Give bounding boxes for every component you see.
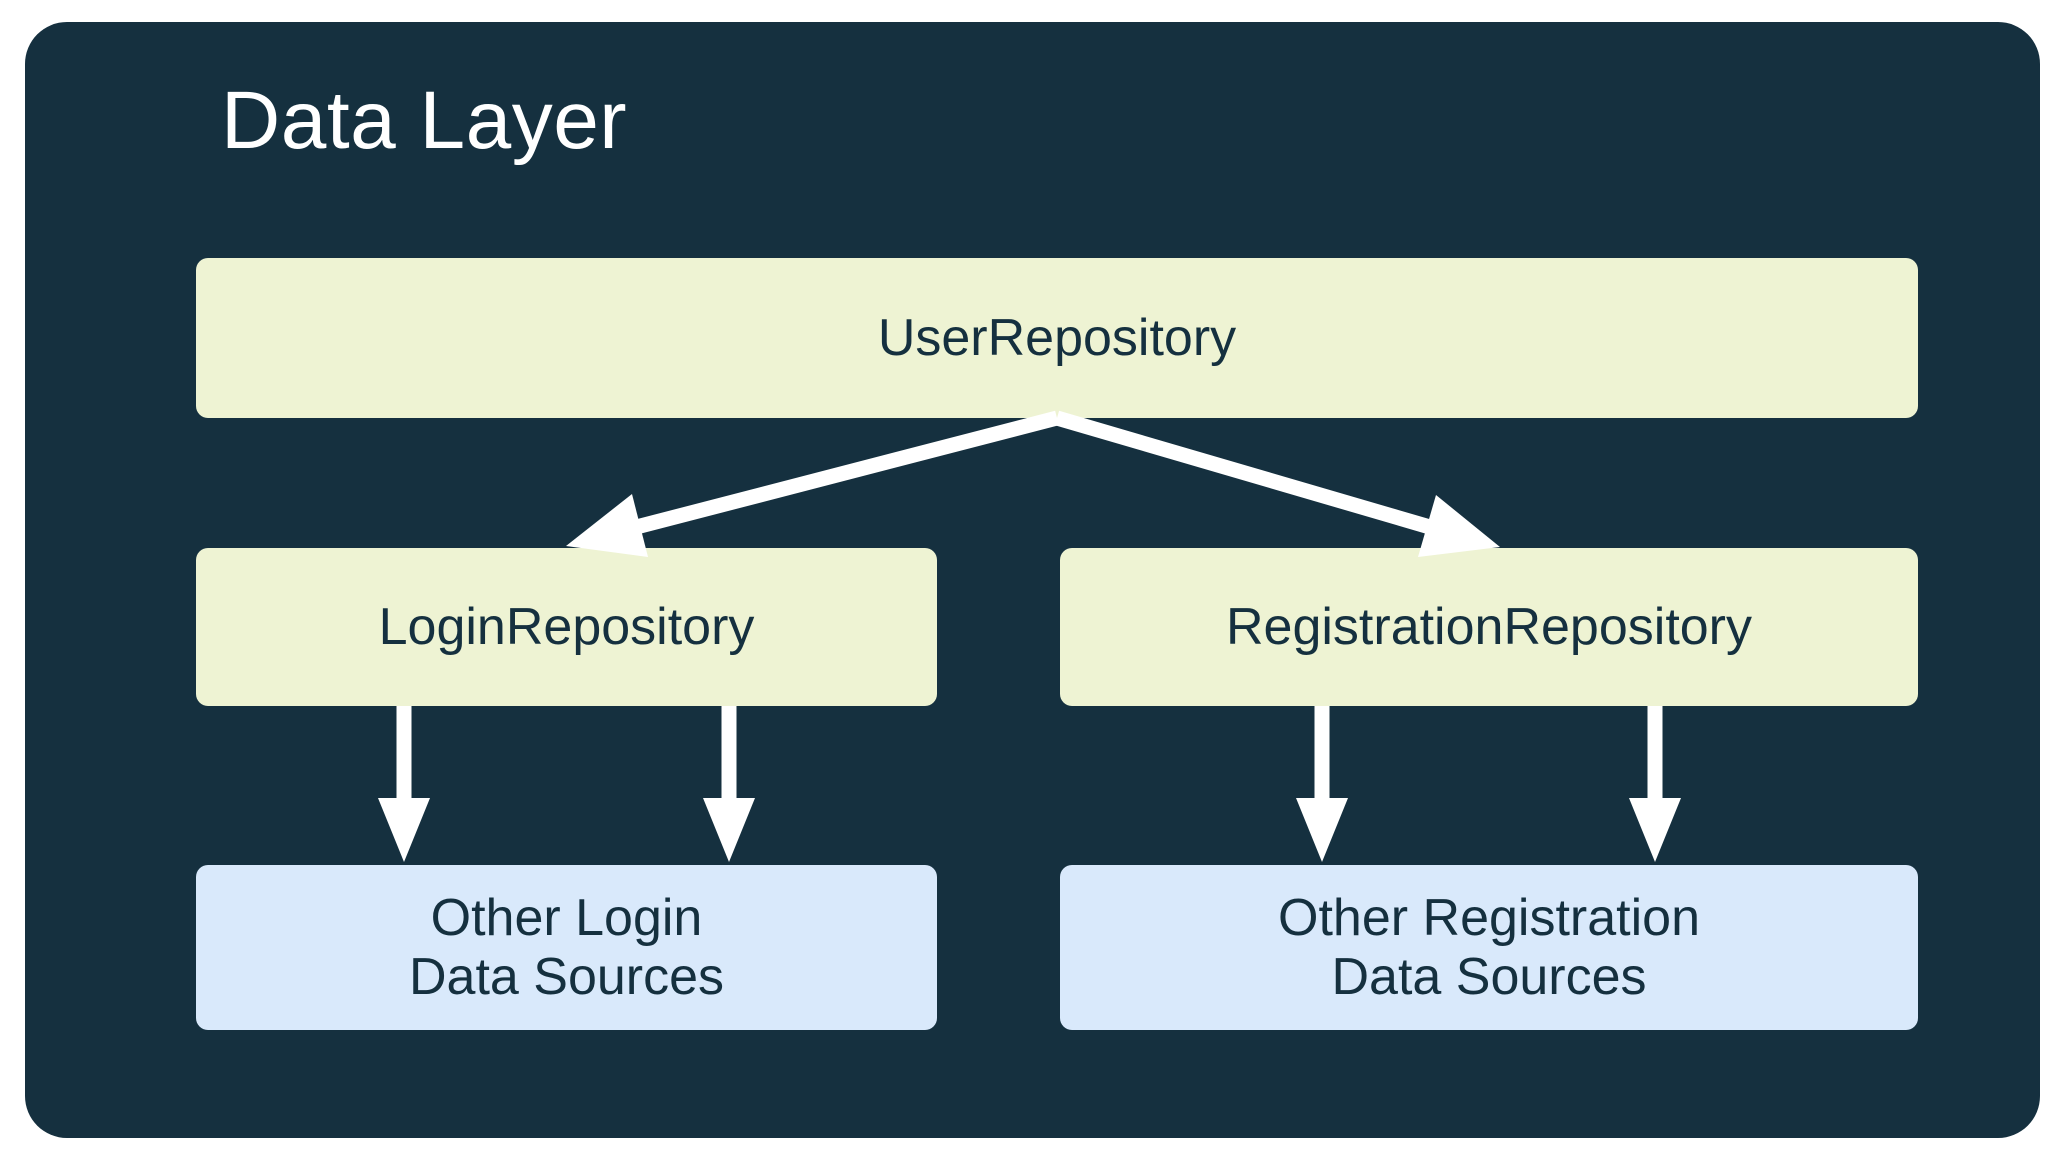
node-login-repository[interactable]: LoginRepository (196, 548, 937, 706)
node-other-registration-data-sources[interactable]: Other Registration Data Sources (1060, 865, 1918, 1030)
node-registration-repository[interactable]: RegistrationRepository (1060, 548, 1918, 706)
page-title: Data Layer (221, 75, 628, 166)
node-user-repository[interactable]: UserRepository (196, 258, 1918, 418)
node-other-login-data-sources[interactable]: Other Login Data Sources (196, 865, 937, 1030)
